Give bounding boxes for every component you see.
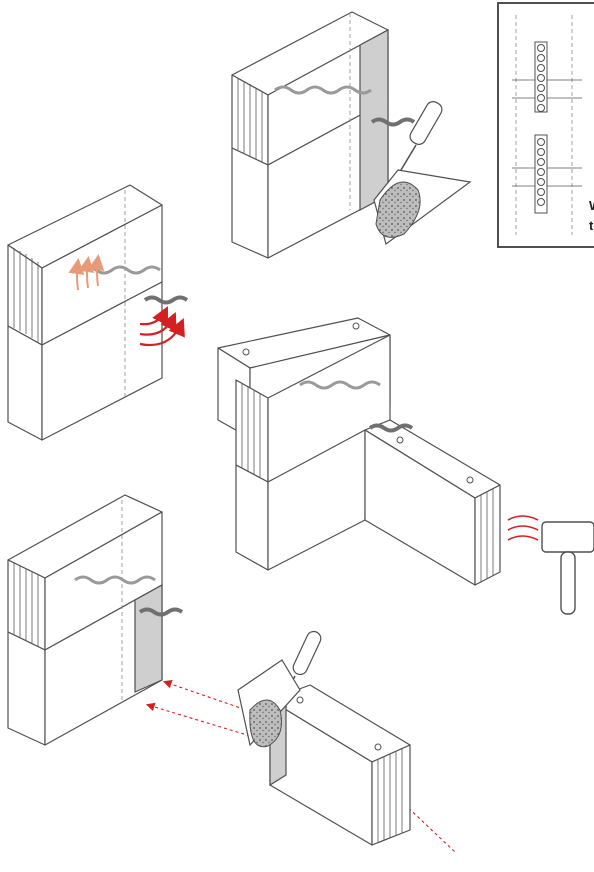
- inset-detail-panel: W t: [498, 3, 594, 247]
- block-step-t-junction: [218, 318, 500, 585]
- inset-caption-line2: t: [589, 218, 594, 233]
- block-step-middle-left: [8, 185, 187, 440]
- hammer-waves: [508, 516, 538, 540]
- inset-caption-line1: W: [589, 198, 594, 213]
- block-step-new: [270, 685, 410, 845]
- hammer-icon: [542, 522, 594, 614]
